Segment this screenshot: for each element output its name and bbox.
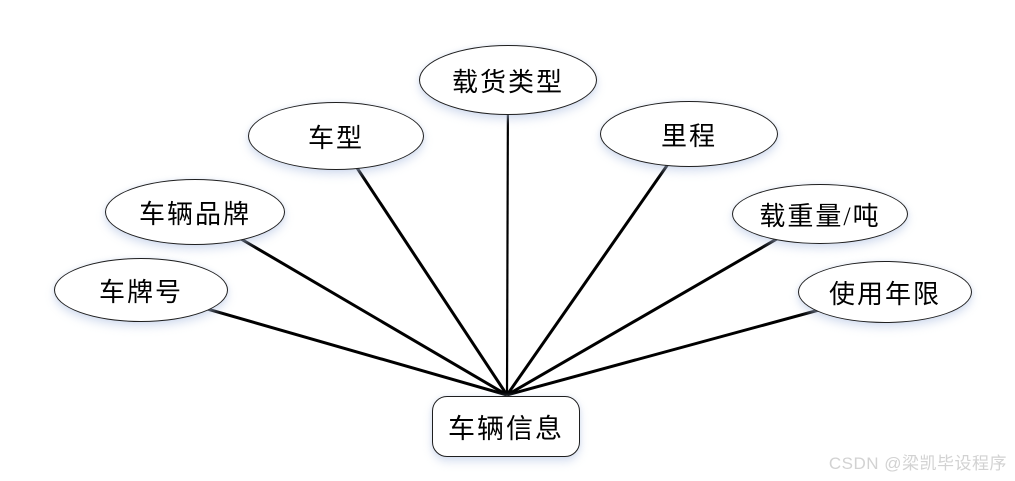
attribute-ellipse-vehicle-brand: 车辆品牌: [105, 179, 285, 245]
attribute-label: 使用年限: [828, 279, 941, 309]
connector-load: [506, 212, 821, 397]
connector-mileage: [505, 133, 691, 396]
attribute-label: 车牌号: [98, 277, 183, 307]
connector-brand: [194, 210, 508, 397]
attribute-label: 载重量/吨: [759, 201, 881, 231]
attribute-ellipse-cargo-type: 载货类型: [419, 45, 597, 115]
connector-model: [334, 135, 509, 396]
attribute-ellipse-plate-number: 车牌号: [54, 258, 228, 322]
attribute-ellipse-mileage: 里程: [600, 101, 778, 167]
attribute-label: 车辆品牌: [138, 199, 251, 229]
csdn-watermark: CSDN @梁凯毕设程序: [828, 454, 1007, 473]
entity-box-vehicle-info: 车辆信息: [432, 396, 580, 457]
entity-label: 车辆信息: [448, 414, 564, 444]
attribute-label: 里程: [660, 121, 717, 151]
attribute-ellipse-service-years: 使用年限: [798, 261, 972, 323]
attribute-label: 车型: [307, 123, 364, 153]
attribute-label: 载货类型: [451, 67, 564, 97]
attribute-ellipse-vehicle-model: 车型: [248, 102, 424, 170]
attribute-ellipse-load-capacity: 载重量/吨: [732, 184, 908, 244]
connector-cargo: [505, 79, 510, 396]
